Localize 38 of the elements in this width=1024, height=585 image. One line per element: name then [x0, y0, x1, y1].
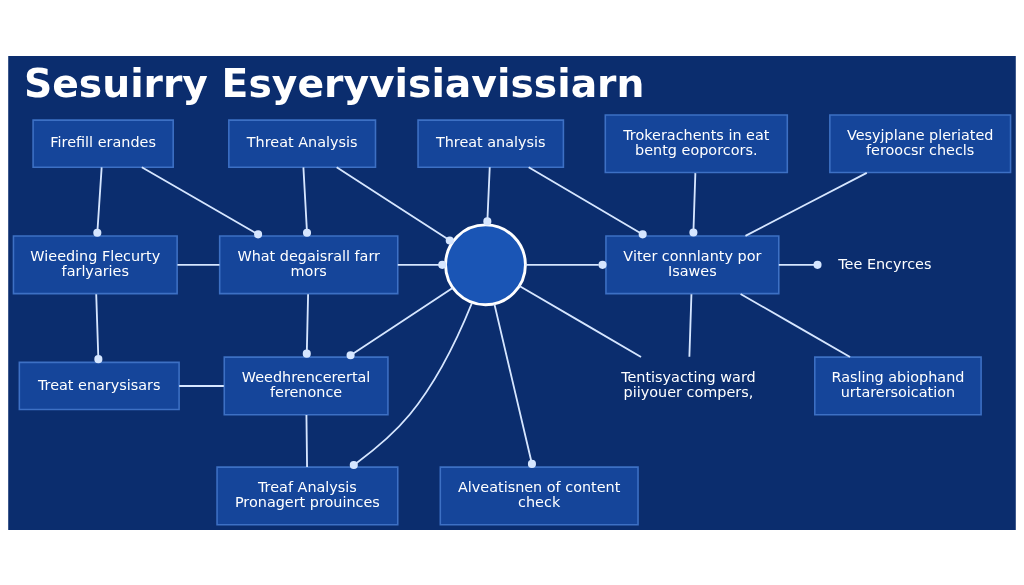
node-text: Tee Encyrces [838, 255, 932, 272]
connector [93, 165, 103, 237]
connector [305, 413, 308, 468]
connector [483, 165, 492, 225]
node-box: Alveatisnen of content check [439, 465, 639, 526]
connector [349, 301, 473, 469]
connector [493, 302, 536, 468]
node-box: Wieeding Flecurty farlyaries [12, 234, 178, 294]
node-box: Treaf Analysis Pronagert prouinces [216, 465, 399, 526]
connector [688, 292, 693, 358]
node-box: What degaisrall farr mors [218, 234, 399, 294]
node-box: Weedhrencerertal ferenonce [223, 355, 389, 416]
diagram-title: Sesuirry Esyeryvisiavissiarn [23, 60, 645, 106]
connector [518, 284, 642, 358]
node-box: Threat analysis [417, 118, 565, 168]
connector [524, 260, 607, 269]
connector [94, 292, 103, 363]
connector [777, 260, 822, 269]
node-box: Trokerachents in eat bentg eoporcors. [604, 113, 789, 173]
connector [346, 286, 454, 359]
connector [689, 171, 698, 237]
node-box: Rasling abiophand urtarersoication [814, 355, 982, 416]
connector [140, 165, 263, 238]
connector [744, 171, 868, 237]
node-box: Firefill erandes [32, 118, 174, 168]
connector [302, 292, 311, 358]
node-box: Threat Analysis [228, 118, 377, 168]
node-box: Vesyjplane pleriated feroocsr checls [829, 113, 1012, 173]
connector [176, 263, 221, 266]
node-box: Treat enarysisars [18, 361, 180, 410]
connector [335, 165, 454, 244]
node-box: Viter connlanty por Isawes [605, 234, 780, 294]
connector [527, 165, 647, 238]
node-text: Tentisyacting ward piiyouer compers, [621, 368, 756, 400]
connector [739, 292, 851, 358]
connector [178, 384, 225, 387]
connector [302, 165, 312, 237]
connector [396, 260, 447, 269]
